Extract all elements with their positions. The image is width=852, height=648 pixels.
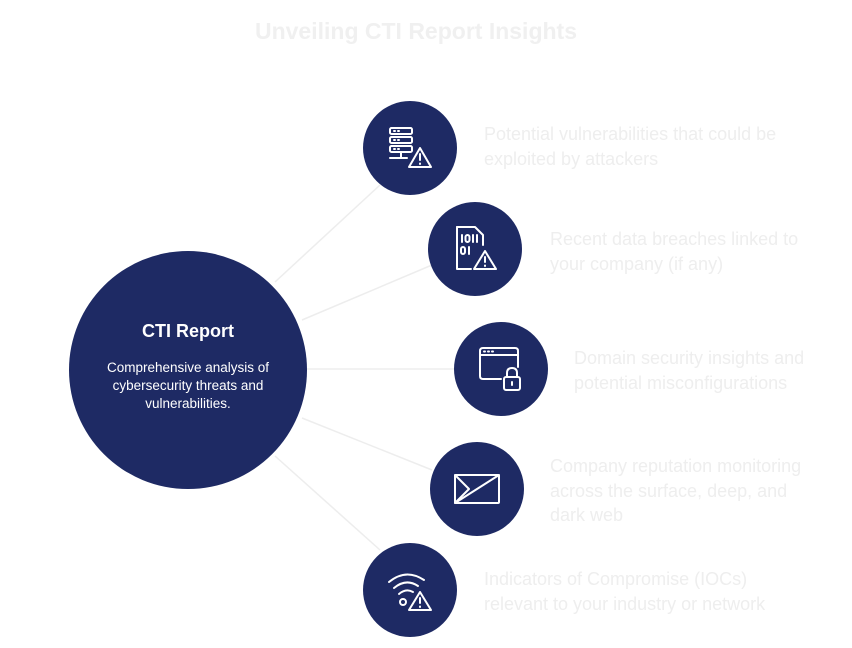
node-iocs [363,543,457,637]
label-vulnerabilities: Potential vulnerabilities that could be … [484,124,777,169]
node-data-breaches [428,202,522,296]
diagram-title: Unveiling CTI Report Insights [254,18,577,44]
label-reputation: Company reputation monitoring across the… [550,456,802,525]
hub-circle: CTI Report Comprehensive analysis of cyb… [69,251,307,489]
binary-file-warning-icon [456,226,497,270]
server-warning-icon [389,127,432,168]
browser-lock-icon [479,347,521,391]
label-domain-security: Domain security insights and potential m… [574,348,805,393]
connector-4 [301,417,433,471]
connector-1 [274,184,381,283]
connector-5 [274,455,381,551]
wifi-warning-icon [388,573,432,611]
label-data-breaches: Recent data breaches linked to your comp… [550,229,799,274]
node-domain-security [454,322,548,416]
connector-2 [301,264,433,321]
hub-title: CTI Report [142,321,234,341]
node-reputation [430,442,524,536]
envelope-icon [454,474,500,504]
node-vulnerabilities [363,101,457,195]
hub-description: Comprehensive analysis of cybersecurity … [106,360,270,411]
label-iocs: Indicators of Compromise (IOCs) relevant… [484,569,766,614]
